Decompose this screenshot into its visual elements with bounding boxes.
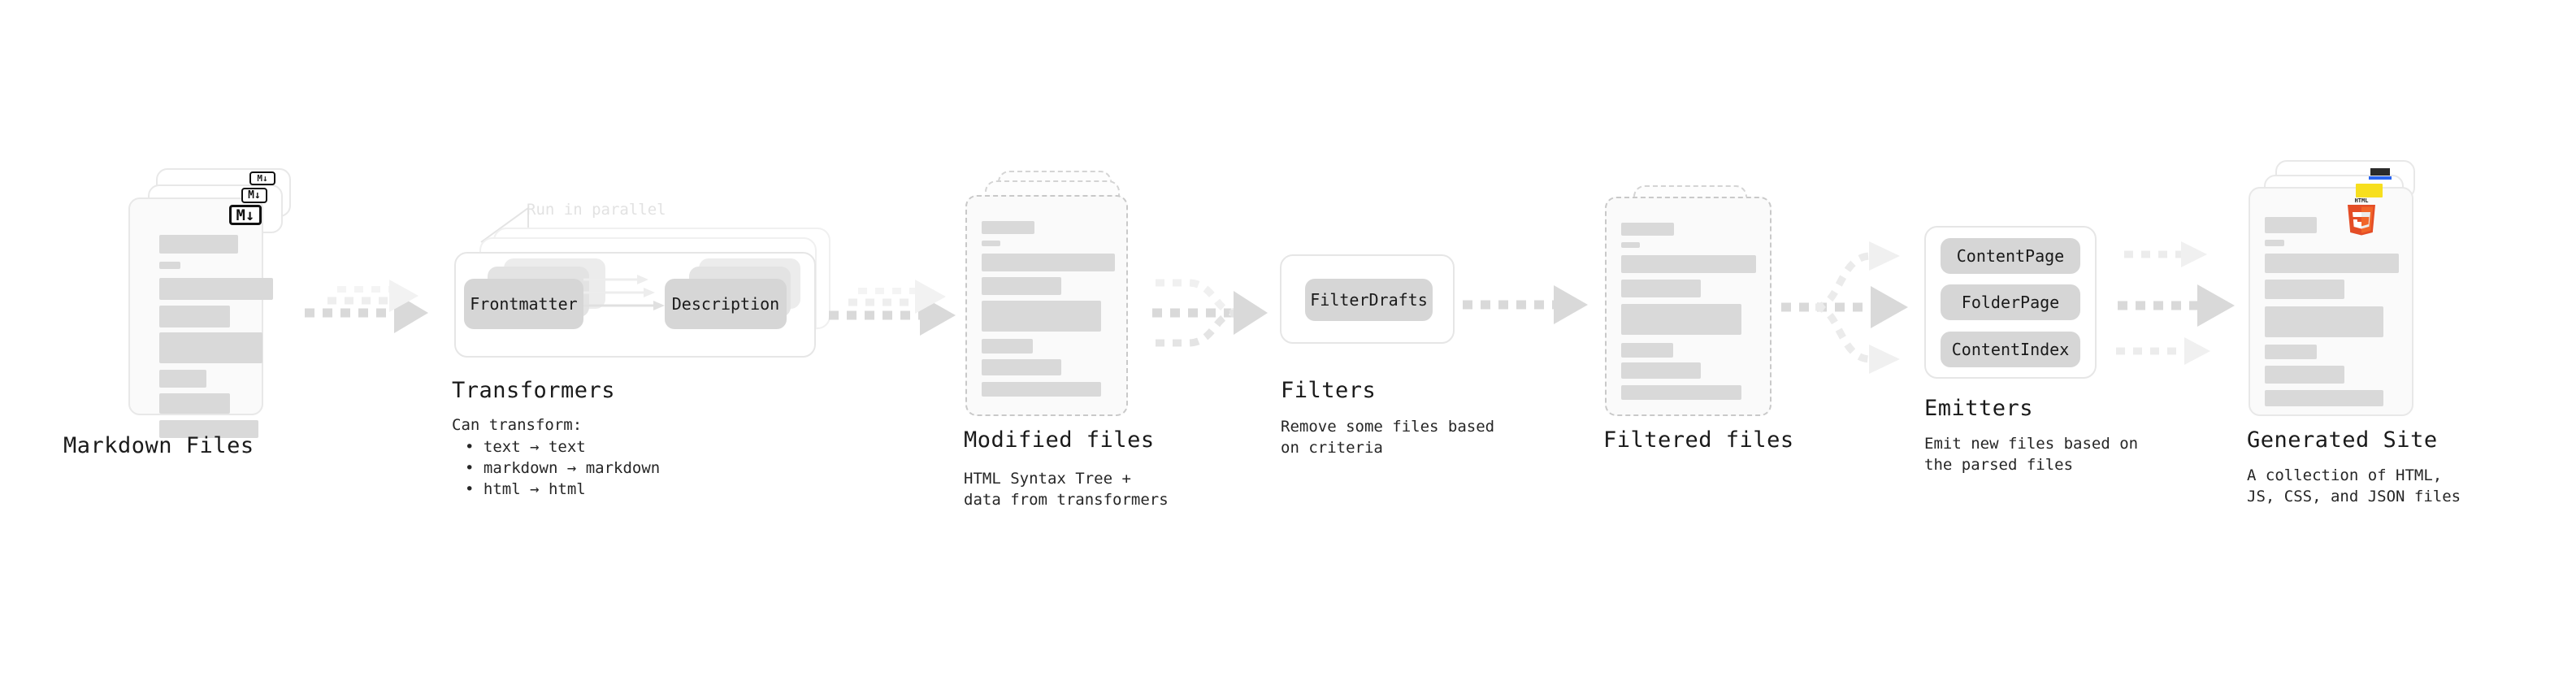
doc-line [1621,362,1701,379]
contentindex-pill[interactable]: ContentIndex [1941,332,2080,367]
modified-files-label: Modified files [964,427,1155,453]
doc-line [1621,343,1673,358]
doc-line [982,301,1101,332]
markdown-card-front [128,197,273,438]
svg-text:HTML: HTML [2355,197,2369,204]
html5-badge: HTML [2348,197,2375,236]
modified-card-front [965,195,1128,416]
transformers-bullet-1: • text → text [465,438,586,456]
doc-line [2265,345,2317,359]
doc-line [1621,304,1741,335]
filters-sub: Remove some files based on criteria [1281,418,1495,457]
doc-line [982,221,1034,234]
doc-line [159,262,180,269]
site-card-front [2249,187,2413,416]
doc-line [2265,217,2317,233]
filterdrafts-pill[interactable]: FilterDrafts [1305,279,1433,321]
transformers-can-transform: Can transform: [452,416,583,434]
doc-line [1621,223,1674,236]
markdown-badge-back: M↓ [249,171,275,185]
run-in-parallel-label: Run in parallel [527,201,666,219]
folderpage-pill[interactable]: FolderPage [1941,284,2080,320]
doc-line [159,278,273,300]
arrow-filtered-to-emitters [1781,241,1908,374]
doc-line [1621,280,1701,297]
emitters-label: Emitters [1924,396,2034,421]
arrow-markdown-to-transformers [305,280,428,333]
transformers-bullet-3: • html → html [465,480,586,498]
generated-site-label: Generated Site [2247,427,2438,453]
doc-line [982,359,1061,375]
transformers-bullet-2: • markdown → markdown [465,459,661,477]
arrow-transformers-to-modified [829,280,956,336]
doc-line [2265,366,2344,384]
doc-line [2265,390,2383,406]
arrow-filters-to-filtered [1463,285,1588,324]
doc-line [159,235,238,254]
markdown-badge-mid: M↓ [241,188,267,203]
doc-line [2265,280,2344,299]
doc-line [982,382,1101,397]
markdown-files-label: Markdown Files [63,433,254,458]
emitters-sub: Emit new files based on the parsed files [1924,435,2139,474]
js-badge [2356,184,2383,197]
markdown-badge: M↓ [229,205,262,225]
doc-line [2265,306,2383,337]
contentpage-pill[interactable]: ContentPage [1941,238,2080,274]
css3-badge [2369,168,2392,180]
filtered-card-front [1605,197,1772,416]
doc-line [1621,255,1756,273]
doc-line [159,370,206,388]
doc-line [1621,385,1741,400]
transformer-inner-arrows [583,275,665,310]
transformers-label: Transformers [452,378,616,403]
arrow-modified-to-filters [1152,279,1268,347]
doc-line [2265,254,2399,273]
doc-line [982,277,1061,295]
doc-line [1621,242,1640,248]
doc-line [159,332,262,363]
doc-line [982,254,1115,271]
description-pill[interactable]: Description [665,279,787,329]
doc-line [159,420,258,438]
doc-line [2265,240,2284,246]
doc-line [982,241,1000,246]
doc-line [159,306,230,327]
modified-files-sub: HTML Syntax Tree + data from transformer… [964,470,1169,509]
generated-site-sub: A collection of HTML, JS, CSS, and JSON … [2247,466,2461,505]
frontmatter-pill[interactable]: Frontmatter [464,279,583,329]
doc-line [982,339,1033,354]
filtered-files-label: Filtered files [1603,427,1794,453]
arrow-emitters-to-site [2116,241,2235,365]
doc-line [159,393,230,414]
filters-label: Filters [1281,378,1377,403]
